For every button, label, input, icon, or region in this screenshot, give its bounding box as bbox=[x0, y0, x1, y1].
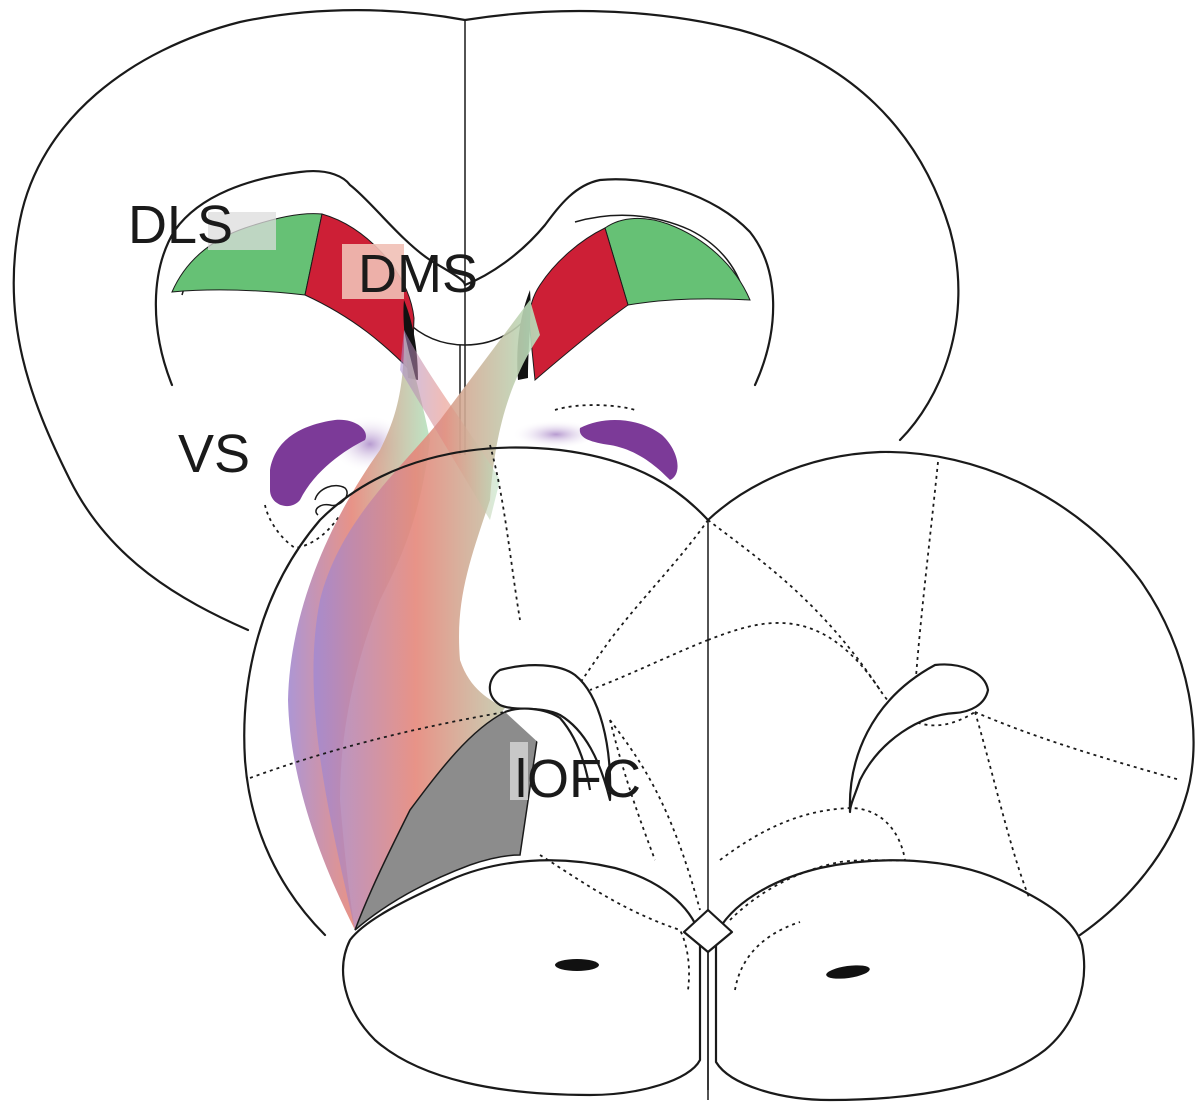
left-ventricle-outline bbox=[154, 170, 467, 387]
right-dotted-line-3 bbox=[914, 461, 939, 691]
right-dotted-line-6 bbox=[974, 711, 1031, 901]
label-dms: DMS bbox=[342, 244, 478, 304]
dls-right-region bbox=[604, 217, 751, 306]
vs-left-region bbox=[270, 419, 366, 507]
lofc-region bbox=[354, 711, 541, 931]
left-dotted-line-6 bbox=[539, 854, 690, 991]
label-dls-bg bbox=[208, 212, 276, 250]
vs-right-dashed-outline bbox=[554, 404, 636, 411]
label-lofc-bg bbox=[510, 742, 528, 800]
ofc-section bbox=[243, 444, 1195, 1102]
right-dotted-line-2 bbox=[707, 622, 881, 691]
dls-left-region bbox=[171, 213, 323, 296]
left-lower-lobe bbox=[342, 859, 702, 1097]
left-dotted-line-1 bbox=[249, 711, 506, 779]
right-dotted-line-1 bbox=[707, 519, 976, 727]
right-ventricle-outline bbox=[463, 178, 775, 387]
label-vs: VS bbox=[178, 424, 250, 484]
right-lower-lobe bbox=[714, 859, 1086, 1102]
right-olfactory-ventricle bbox=[826, 965, 870, 979]
right-dotted-line-4 bbox=[974, 711, 1181, 781]
label-lofc-text: lOFC bbox=[515, 749, 641, 809]
right-dotted-line-5 bbox=[719, 807, 906, 861]
striatum-section bbox=[12, 9, 960, 632]
right-dotted-line-7 bbox=[729, 859, 911, 921]
left-dotted-line-4 bbox=[489, 444, 521, 621]
label-dms-bg bbox=[342, 244, 404, 299]
right-ventricle-inner bbox=[574, 214, 746, 301]
left-crescent bbox=[488, 664, 612, 802]
projection-band-cross bbox=[400, 330, 500, 520]
left-olfactory-ventricle bbox=[555, 959, 599, 971]
label-dls: DLS bbox=[128, 195, 276, 255]
projection-band bbox=[288, 300, 540, 930]
ofc-left-hemisphere-outline bbox=[243, 446, 710, 937]
striatum-section-outline bbox=[12, 9, 960, 632]
label-lofc: lOFC bbox=[510, 742, 641, 809]
label-dls-text: DLS bbox=[128, 195, 233, 255]
vs-right-region bbox=[579, 419, 678, 480]
label-vs-text: VS bbox=[178, 424, 250, 484]
right-crescent bbox=[848, 663, 990, 814]
left-dotted-line-2 bbox=[559, 519, 709, 716]
left-crescent-inner bbox=[504, 707, 592, 791]
vs-left-dashed-outline bbox=[264, 504, 341, 549]
right-dotted-line-8 bbox=[734, 921, 801, 991]
center-diamond bbox=[682, 908, 734, 954]
vs-right-fade bbox=[512, 420, 600, 449]
left-dotted-line-3 bbox=[589, 639, 709, 691]
label-dms-text: DMS bbox=[358, 244, 478, 304]
ofc-right-hemisphere-outline bbox=[706, 450, 1195, 937]
